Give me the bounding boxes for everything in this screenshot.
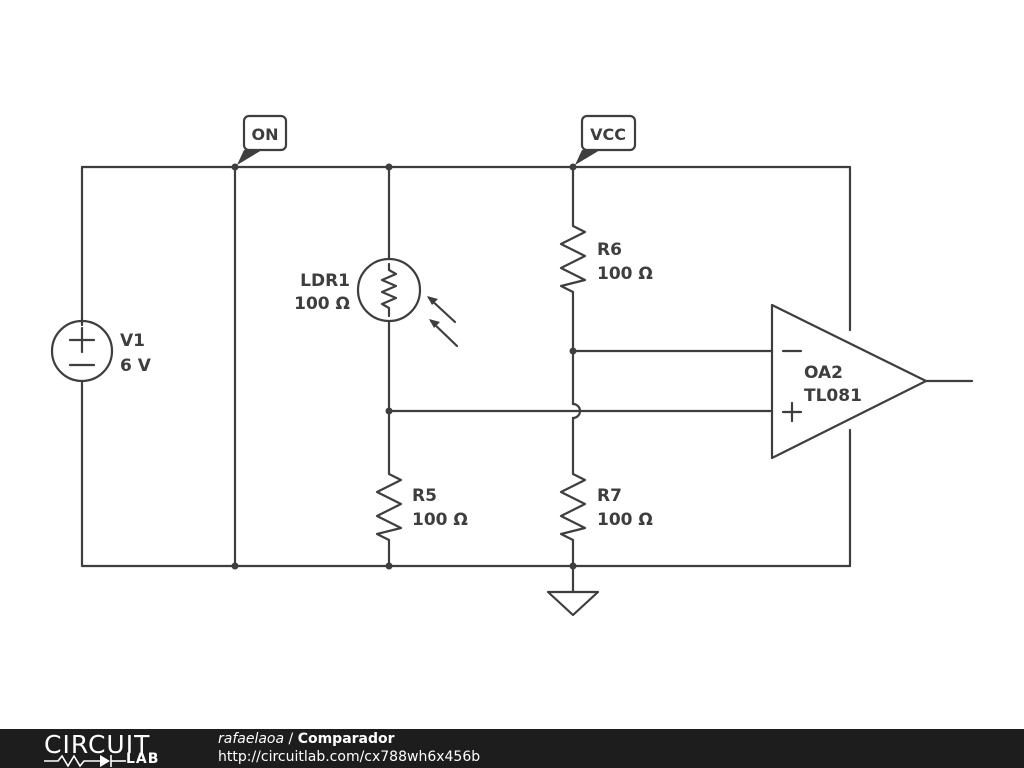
- ground-symbol: [546, 590, 600, 617]
- circuit-schematic: V1 6 V LDR1 100 Ω R5 100 Ω R6 100 Ω R7 1…: [50, 114, 974, 617]
- junction-dot: [569, 347, 577, 355]
- junction-dot: [385, 163, 393, 171]
- resistor-r5[interactable]: R5 100 Ω: [375, 468, 468, 542]
- net-label-on[interactable]: ON: [237, 114, 288, 165]
- junction-dot: [569, 562, 577, 570]
- footer-bar: CIRCUIT LAB rafaelaoa / Comparador http:…: [0, 729, 1024, 768]
- r5-value-label: 100 Ω: [412, 510, 468, 530]
- circuit-title[interactable]: Comparador: [297, 731, 395, 747]
- net-label-vcc[interactable]: VCC: [575, 114, 637, 165]
- r5-ref-label: R5: [412, 486, 437, 506]
- junction-dot: [385, 407, 393, 415]
- junction-dot: [231, 562, 239, 570]
- photoresistor-ldr1[interactable]: LDR1 100 Ω: [294, 257, 459, 348]
- ldr1-ref-label: LDR1: [300, 271, 350, 291]
- logo-bottom-text: LAB: [126, 751, 160, 767]
- junctions: [231, 163, 577, 570]
- circuit-url-link[interactable]: http://circuitlab.com/cx788wh6x456b: [218, 749, 481, 765]
- footer-credit-line: rafaelaoa / Comparador: [218, 731, 395, 747]
- junction-dot: [569, 163, 577, 171]
- net-label-on-text: ON: [252, 125, 279, 144]
- v1-value-label: 6 V: [120, 356, 152, 376]
- r7-ref-label: R7: [597, 486, 622, 506]
- circuitlab-logo[interactable]: CIRCUIT LAB: [44, 730, 184, 768]
- oa2-value-label: TL081: [804, 386, 862, 406]
- junction-dot: [231, 163, 239, 171]
- resistor-r7[interactable]: R7 100 Ω: [559, 460, 653, 544]
- r6-ref-label: R6: [597, 240, 622, 260]
- v1-ref-label: V1: [120, 331, 145, 351]
- resistor-r6[interactable]: R6 100 Ω: [559, 210, 653, 299]
- oa2-ref-label: OA2: [804, 363, 843, 383]
- r7-value-label: 100 Ω: [597, 510, 653, 530]
- opamp-oa2[interactable]: OA2 TL081: [770, 303, 928, 460]
- ldr1-value-label: 100 Ω: [294, 294, 350, 314]
- r6-value-label: 100 Ω: [597, 264, 653, 284]
- junction-dot: [385, 562, 393, 570]
- voltage-source-v1[interactable]: V1 6 V: [50, 319, 152, 383]
- credit-separator: /: [284, 731, 298, 747]
- logo-top-text: CIRCUIT: [44, 730, 151, 759]
- net-label-vcc-text: VCC: [590, 125, 626, 144]
- author-link[interactable]: rafaelaoa: [218, 731, 285, 747]
- logo-resistor-diode-icon: [44, 754, 126, 768]
